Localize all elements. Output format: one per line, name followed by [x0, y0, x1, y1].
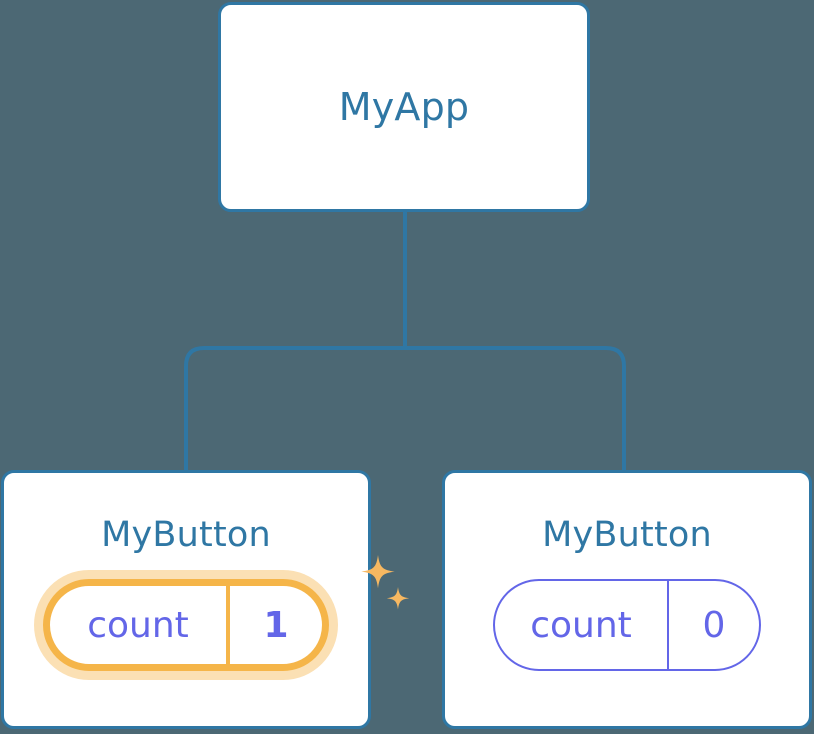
state-pill-key-cell: count	[495, 581, 669, 669]
node-mybutton-left-title: MyButton	[101, 515, 271, 555]
state-pill-count-right[interactable]: count 0	[493, 579, 761, 671]
sparkle-icon-large	[361, 555, 395, 589]
state-key-label: count	[87, 604, 189, 646]
state-value-label: 0	[702, 604, 726, 646]
state-pill-count-left[interactable]: count 1	[43, 579, 329, 671]
connector-bus-to-right-child	[405, 346, 626, 470]
node-myapp-title: MyApp	[338, 85, 470, 129]
node-mybutton-left[interactable]: MyButton count 1	[1, 470, 410, 729]
connector-bus-to-left-child	[184, 346, 405, 470]
sparkles-group	[361, 555, 410, 610]
sparkle-icon-small	[386, 587, 410, 610]
state-key-label: count	[530, 604, 632, 646]
state-pill-value-cell: 1	[230, 586, 322, 664]
node-mybutton-right[interactable]: MyButton count 0	[442, 470, 812, 729]
state-pill-value-cell: 0	[669, 581, 759, 669]
node-mybutton-right-title: MyButton	[542, 515, 712, 555]
state-pill-key-cell: count	[50, 586, 230, 664]
state-pill-left-wrapper: count 1	[4, 555, 410, 671]
state-value-label: 1	[263, 604, 289, 646]
state-pill-right-wrapper: count 0	[445, 579, 809, 671]
node-myapp[interactable]: MyApp	[218, 2, 590, 212]
